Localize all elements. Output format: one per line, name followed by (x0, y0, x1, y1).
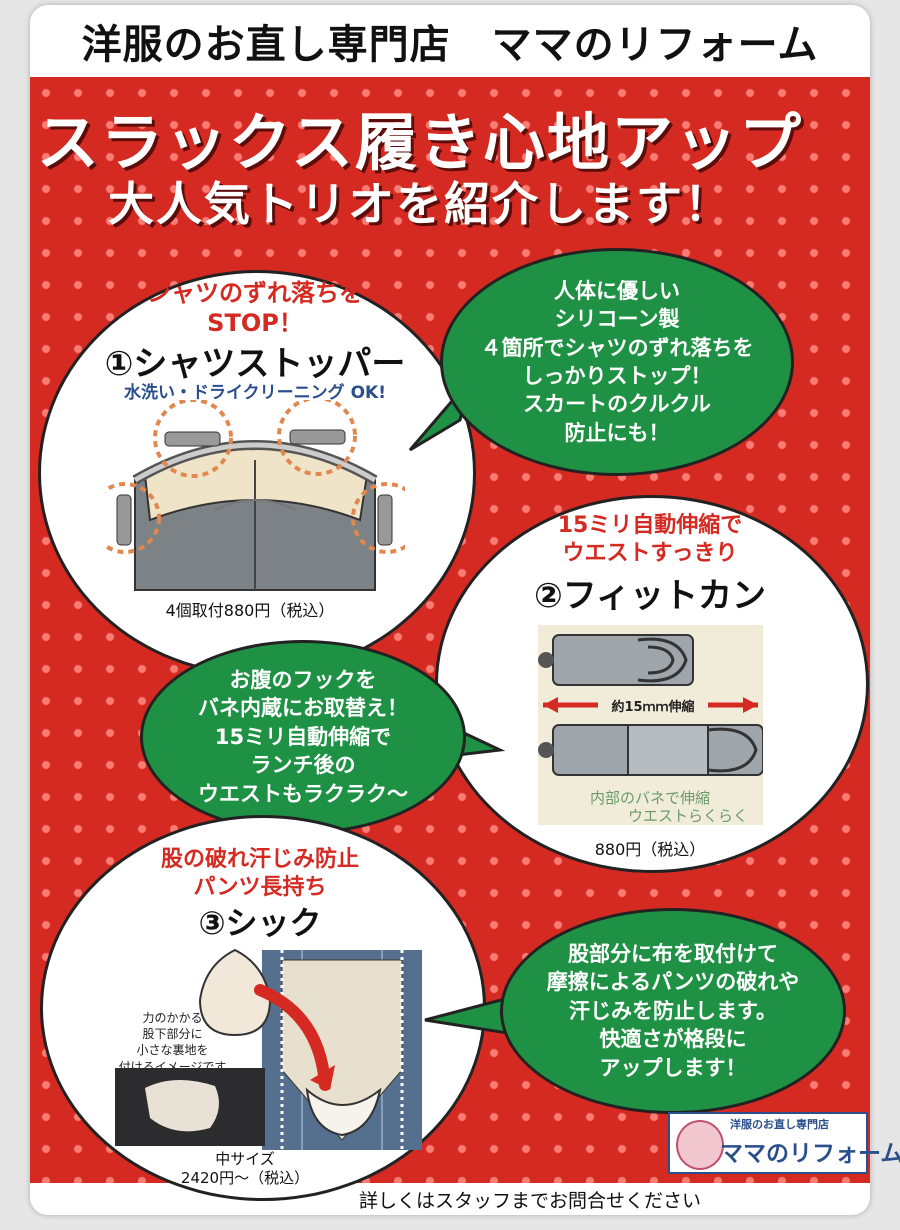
fitkan-tagline: 15ミリ自動伸縮で ウエストすっきり (557, 513, 743, 566)
sick-note: 力のかかる 股下部分に 小さな裏地を 付けるイメージです (118, 1011, 227, 1074)
shirt-stopper-tagline: シャツのずれ落ちを STOP！ (147, 279, 363, 337)
footer: 詳しくはスタッフまでお問合せください (30, 1183, 870, 1215)
headline-main: スラックス履き心地アップ (36, 106, 804, 179)
speech-bubble-sick: 股部分に布を取付けて 摩擦によるパンツの破れや 汗じみを防止します。 快適さが格… (500, 908, 846, 1114)
fitkan-illustration: 約15ｍｍ伸縮 内部のバネで伸縮 ウエストらくらく (538, 625, 763, 825)
speech-bubble-fitkan: お腹のフックを バネ内蔵にお取替え！ 15ミリ自動伸縮で ランチ後の ウエストも… (140, 640, 466, 834)
fitkan-diagram-caption-2: ウエストらくらく (628, 807, 748, 825)
shirt-stopper-sublabel: 水洗い・ドライクリーニング OK! (124, 383, 386, 403)
sick-name: ③シック (198, 904, 322, 942)
sick-photo (115, 1068, 265, 1146)
logo-small-text: 洋服のお直し専門店 (730, 1118, 829, 1131)
fitkan-price: 880円（税込） (594, 840, 706, 859)
shop-header: 洋服のお直し専門店 ママのリフォーム (30, 5, 870, 77)
shop-title: 洋服のお直し専門店 ママのリフォーム (81, 22, 819, 68)
fitkan-diagram-label: 約15ｍｍ伸縮 (611, 699, 694, 715)
footer-text: 詳しくはスタッフまでお問合せください (358, 1189, 701, 1212)
shop-logo: 洋服のお直し専門店 ママのリフォーム (668, 1112, 900, 1174)
sick-patch-illustration (198, 948, 335, 1091)
fitkan-diagram-caption-1: 内部のバネで伸縮 (590, 789, 710, 807)
sick-price: 中サイズ 2420円～（税込） (180, 1150, 310, 1187)
shirt-stopper-price: 4個取付880円（税込） (130, 597, 370, 621)
headline-sub: 大人気トリオを紹介します！ (108, 177, 732, 231)
logo-mascot-icon (676, 1120, 724, 1170)
speech-bubble-shirt-stopper: 人体に優しい シリコーン製 ４箇所でシャツのずれ落ちを しっかりストップ！ スカ… (440, 248, 794, 476)
fitkan-name: ②フィットカン (533, 576, 767, 616)
shirt-stopper-name: ①シャツストッパー (104, 344, 406, 384)
sick-pants-illustration (262, 950, 422, 1150)
logo-big-text: ママのリフォーム (720, 1141, 900, 1167)
sick-tagline: 股の破れ汗じみ防止 パンツ長持ち (160, 847, 359, 900)
shirt-stopper-illustration (105, 400, 405, 591)
